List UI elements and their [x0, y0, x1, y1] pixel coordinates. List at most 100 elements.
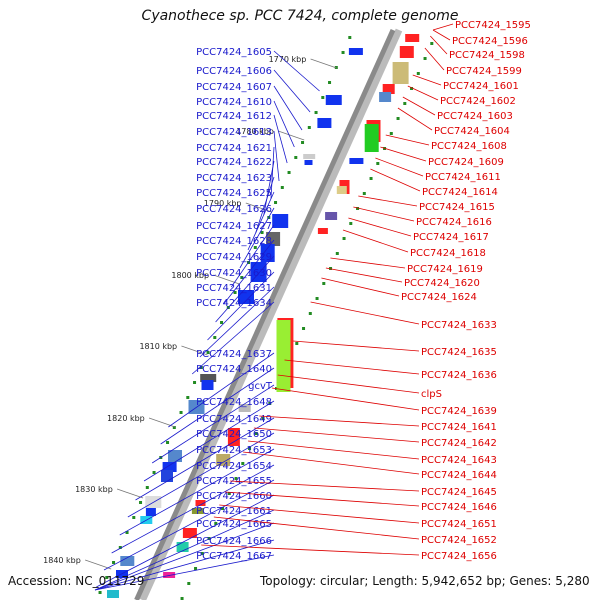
kbp-marker-label: 1790 kbp: [204, 199, 242, 208]
track-dot-right: [194, 567, 198, 570]
right-gene-connector: [253, 427, 420, 443]
left-gene-connector: [168, 352, 275, 428]
left-gene-label: PCC7424_1613: [196, 127, 272, 138]
track-dot-left: [105, 576, 109, 579]
track-dot-left: [328, 81, 332, 84]
left-gene-connector: [160, 367, 275, 445]
right-gene-connector: [284, 359, 420, 375]
left-gene-label: PCC7424_1626: [196, 204, 272, 215]
track-dot-right: [241, 462, 245, 465]
track-dot-right: [416, 72, 420, 75]
gene-block-right: [317, 228, 328, 234]
right-gene-connector: [330, 257, 406, 269]
left-gene-connector: [223, 239, 275, 305]
track-dot-right: [335, 252, 339, 255]
gene-block-left: [201, 380, 214, 390]
left-gene-connector: [94, 539, 275, 591]
left-gene-label: PCC7424_1631: [196, 283, 272, 294]
left-gene-label: PCC7424_1607: [196, 82, 272, 93]
backbone-shadow: [139, 28, 403, 600]
left-gene-label: PCC7424_1661: [196, 506, 272, 517]
right-gene-connector: [385, 134, 430, 146]
right-gene-connector: [424, 47, 445, 71]
right-gene-connector: [375, 157, 424, 177]
right-gene-label: PCC7424_1639: [421, 406, 497, 417]
track-dot-left: [287, 171, 291, 174]
track-dot-left: [98, 591, 102, 594]
left-gene-label: PCC7424_1634: [196, 298, 272, 309]
left-gene-label: PCC7424_1621: [196, 143, 272, 154]
kbp-marker-tick: [116, 488, 144, 499]
right-gene-connector: [310, 301, 420, 325]
gene-block-right: [191, 508, 204, 514]
right-gene-connector: [271, 387, 420, 411]
right-gene-connector: [353, 206, 415, 222]
right-gene-label: PCC7424_1595: [455, 20, 531, 31]
gene-block-left: [161, 470, 173, 482]
track-dot-left: [233, 291, 237, 294]
kbp-marker-tick: [85, 559, 112, 570]
right-gene-label: PCC7424_1604: [434, 126, 510, 137]
gene-block-right: [238, 404, 251, 412]
right-gene-connector: [259, 415, 420, 427]
gene-block-left: [145, 508, 156, 516]
track-dot-right: [430, 42, 434, 45]
backbone-line: [134, 28, 396, 600]
track-dot-left: [132, 516, 136, 519]
gene-block-left: [250, 262, 267, 282]
kbp-marker-label: 1800 kbp: [171, 271, 209, 280]
gene-block-left: [266, 232, 281, 246]
gene-block-left: [107, 590, 119, 598]
left-gene-connector: [143, 400, 275, 482]
right-gene-connector: [397, 107, 433, 131]
track-dot-left: [166, 441, 170, 444]
track-dot-right: [356, 207, 360, 210]
right-gene-connector: [293, 340, 420, 352]
gene-block-left: [260, 244, 275, 262]
right-gene-label: PCC7424_1608: [431, 141, 507, 152]
left-gene-label: PCC7424_1623: [196, 173, 272, 184]
right-gene-label: PCC7424_1645: [421, 487, 497, 498]
gene-block-left: [325, 95, 342, 105]
kbp-marker-tick: [245, 202, 272, 213]
track-dot-left: [179, 411, 183, 414]
right-gene-label: PCC7424_1642: [421, 438, 497, 449]
track-dot-left: [152, 471, 156, 474]
left-gene-label: PCC7424_1649: [196, 414, 272, 425]
right-gene-label: PCC7424_1616: [416, 217, 492, 228]
track-dot-right: [389, 132, 393, 135]
left-gene-label: PCC7424_1625: [196, 188, 272, 199]
left-gene-connector: [263, 160, 275, 216]
right-gene-connector: [412, 74, 442, 86]
left-gene-connector: [119, 448, 275, 536]
left-gene-label: PCC7424_1666: [196, 536, 272, 547]
gene-block-right: [336, 186, 347, 194]
right-gene-connector: [230, 480, 420, 492]
track-dot-left: [172, 426, 176, 429]
right-gene-label: PCC7424_1611: [425, 172, 501, 183]
right-gene-label: clpS: [421, 389, 442, 400]
track-dot-left: [260, 231, 264, 234]
right-gene-label: PCC7424_1601: [443, 81, 519, 92]
left-gene-connector: [111, 464, 275, 554]
track-dot-left: [240, 276, 244, 279]
track-dot-right: [403, 102, 407, 105]
left-gene-label: PCC7424_1630: [196, 268, 272, 279]
right-gene-connector: [407, 85, 439, 101]
track-dot-right: [248, 447, 252, 450]
left-gene-connector: [199, 286, 275, 358]
right-gene-connector: [432, 23, 454, 31]
right-gene-label: PCC7424_1596: [452, 36, 528, 47]
gene-block-right: [325, 212, 338, 220]
track-dot-left: [307, 126, 311, 129]
track-dot-left: [139, 501, 143, 504]
track-dot-left: [186, 396, 190, 399]
left-gene-label: PCC7424_1648: [196, 397, 272, 408]
right-gene-label: PCC7424_1643: [421, 455, 497, 466]
gene-block-right: [392, 62, 409, 84]
kbp-marker-label: 1810 kbp: [139, 342, 177, 351]
track-dot-right: [295, 342, 299, 345]
gene-block-left: [120, 556, 135, 566]
